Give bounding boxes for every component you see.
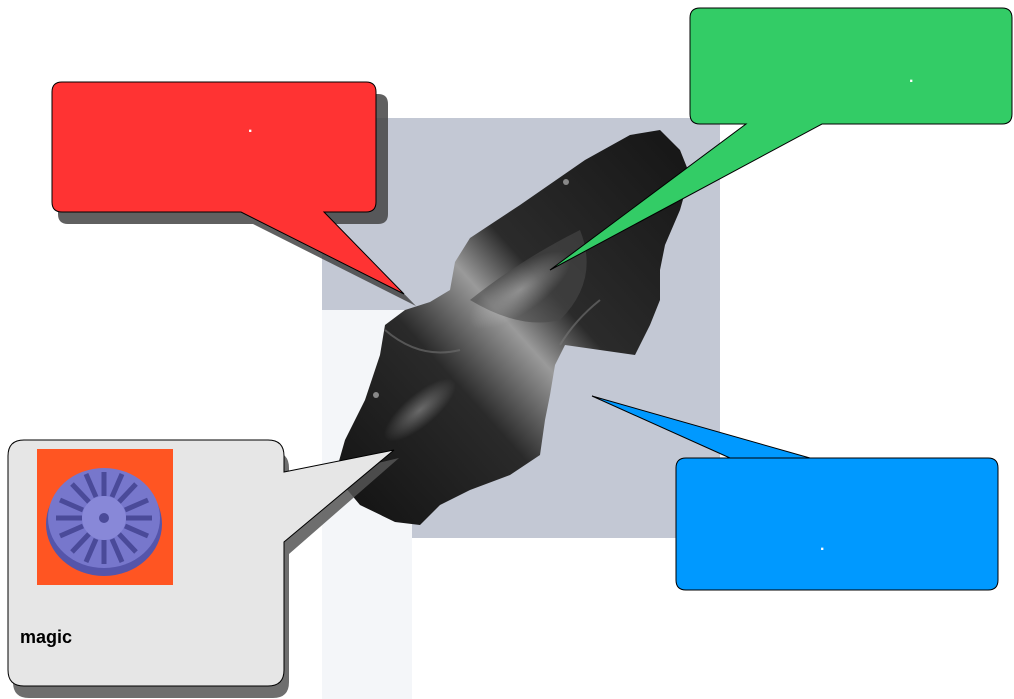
molded-part-render <box>335 130 690 525</box>
callout-blue-text: . <box>820 537 825 554</box>
callout-red <box>51 81 416 306</box>
callout-red-text: . <box>248 119 253 136</box>
callout-green <box>549 7 1013 271</box>
thumbnail-impeller-image <box>37 449 173 585</box>
callout-green-text: . <box>909 69 914 86</box>
callout-grey-text: magic <box>20 627 73 647</box>
callout-blue <box>591 395 999 591</box>
